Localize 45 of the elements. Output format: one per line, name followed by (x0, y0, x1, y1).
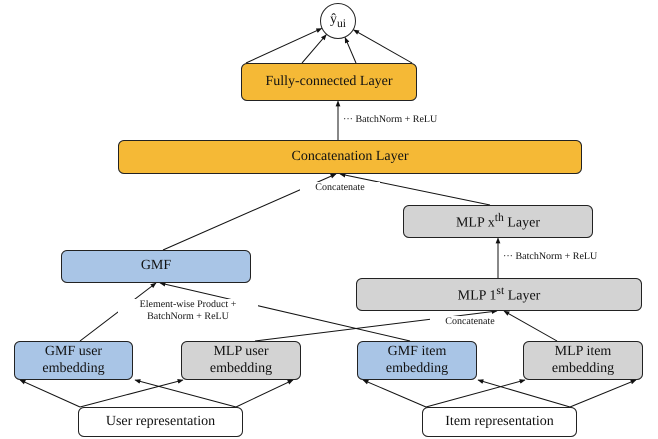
layer-box (78, 407, 243, 437)
node-label: MLP 1$^{st}$ Layer (458, 284, 540, 305)
node-label: GMF item embedding (384, 344, 450, 377)
arrow (344, 37, 356, 64)
arrow (353, 29, 412, 64)
node-label: MLP item embedding (550, 344, 616, 377)
edge-label: ··· BatchNorm + ReLU (342, 114, 438, 124)
node-label: MLP x$^{th}$ Layer (456, 211, 540, 232)
node-label: Item representation (445, 414, 554, 430)
node-label: GMF user embedding (41, 344, 106, 377)
edge-label: ··· BatchNorm + ReLU (502, 251, 598, 262)
node-label: MLP user embedding (208, 344, 274, 377)
arrow (134, 379, 236, 408)
layer-box (523, 341, 643, 380)
layer-box (181, 341, 301, 380)
arrow (254, 309, 498, 342)
layer-box (241, 63, 417, 101)
arrow (246, 28, 322, 64)
layer-box (422, 407, 577, 437)
arrow (426, 379, 526, 408)
arrow (503, 310, 558, 342)
node-label: Fully-connected Layer (265, 74, 393, 90)
layer-box (118, 140, 582, 174)
arrow (159, 282, 410, 342)
node-label: ŷ$_{ui}$ (330, 12, 346, 30)
arrow (570, 380, 637, 408)
layer-box (357, 341, 477, 380)
layer-box (61, 250, 251, 283)
arrow (236, 380, 294, 408)
node-label: GMF (140, 258, 172, 275)
layer-box (14, 341, 133, 380)
output-circle (320, 3, 356, 39)
node-label: User representation (106, 414, 216, 430)
arrow (80, 379, 184, 408)
arrow (496, 237, 500, 278)
arrow (162, 174, 337, 250)
arrow (339, 172, 490, 206)
arrow (19, 380, 80, 408)
arrow (362, 380, 426, 408)
layer-box (356, 278, 642, 311)
arrow (302, 34, 327, 64)
node-label: Concatenation Layer (291, 148, 408, 166)
arrow (477, 379, 570, 408)
layer-box (403, 205, 593, 238)
arrow (336, 100, 340, 140)
